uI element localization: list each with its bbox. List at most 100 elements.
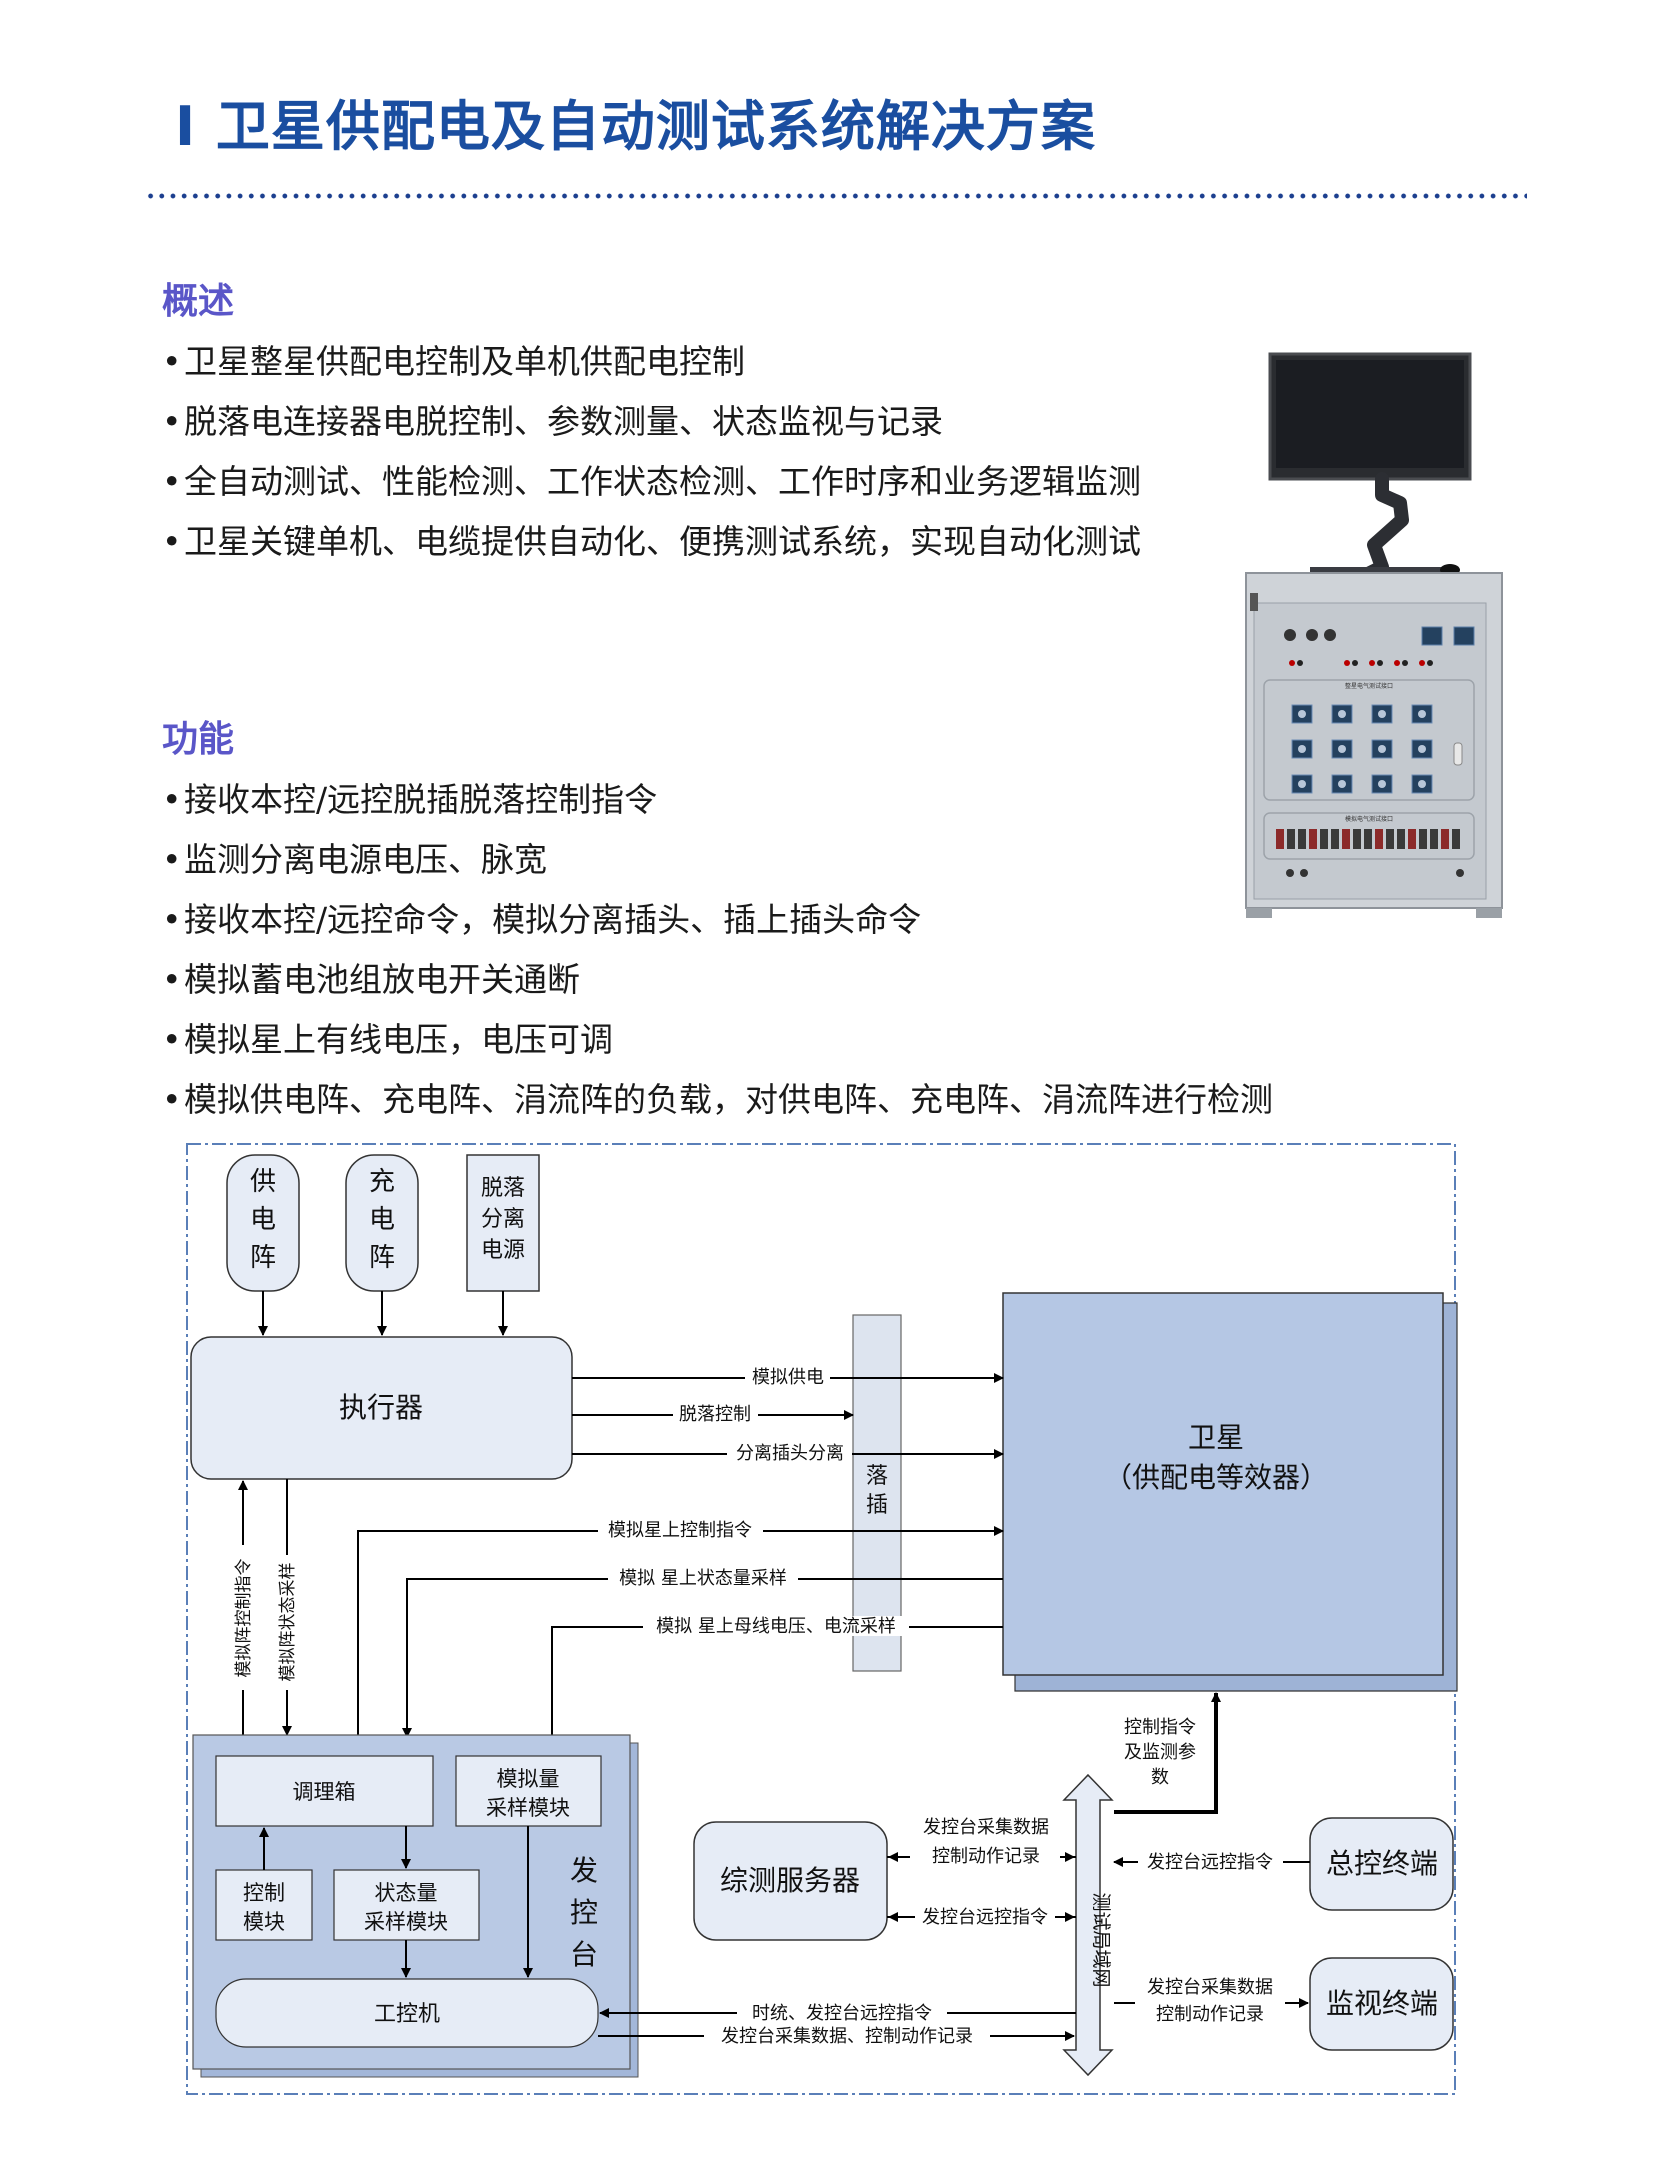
lan-bus xyxy=(1062,1773,1114,2077)
connector-icon xyxy=(1453,626,1475,646)
signal-label: 发控台远控指令 xyxy=(922,1907,1048,1928)
control-module-box xyxy=(215,1869,313,1941)
satellite-box xyxy=(1002,1292,1444,1676)
cabinet-foot xyxy=(1476,908,1502,918)
signal-label: 及监测参 xyxy=(1124,1742,1196,1763)
terminal-slot-icon xyxy=(1320,829,1328,849)
signal-label: 分离插头分离 xyxy=(736,1443,844,1464)
panel-label: 整星电气测试接口 xyxy=(1345,682,1393,690)
executor-box xyxy=(190,1336,573,1480)
panel-label: 模拟电气测试接口 xyxy=(1345,815,1393,823)
launch-console-box xyxy=(192,1734,631,2070)
bullet-icon: • xyxy=(162,960,182,999)
label-bg xyxy=(704,2026,990,2046)
bullet-icon: • xyxy=(162,462,182,501)
signal-label: 模拟阵状态采样 xyxy=(278,1563,298,1682)
label-bg xyxy=(1138,1852,1283,1872)
knob-icon xyxy=(1306,629,1318,641)
signal-line xyxy=(547,1626,1003,1748)
satellite-box-shadow xyxy=(1014,1302,1458,1692)
signal-label: 发控台采集数据 xyxy=(923,1817,1049,1838)
supply-array-label: 电 xyxy=(250,1205,276,1235)
terminal-slot-icon xyxy=(1441,829,1449,849)
list-item: •模拟供电阵、充电阵、涓流阵的负载，对供电阵、充电阵、涓流阵进行检测 xyxy=(162,1070,1273,1130)
signal-line xyxy=(357,1526,1004,1778)
lock-icon xyxy=(1250,593,1258,611)
supply-array-box xyxy=(226,1154,300,1292)
test-cabinet-image: 整星电气测试接口 模拟电气测试接口 xyxy=(1245,352,1503,918)
conditioner-box xyxy=(215,1755,434,1827)
charge-array-label: 充 xyxy=(369,1167,395,1197)
label-bg xyxy=(727,1443,852,1463)
connector-pin-icon xyxy=(1298,745,1306,753)
signal-label: 模拟 星上母线电压、电流采样 xyxy=(656,1616,896,1637)
list-item-text: 卫星关键单机、电缆提供自动化、便携测试系统，实现自动化测试 xyxy=(184,522,1141,561)
connector-pin-icon xyxy=(1418,710,1426,718)
connector-pin-icon xyxy=(1378,780,1386,788)
terminal-slot-icon xyxy=(1364,829,1372,849)
connector-pin-icon xyxy=(1338,745,1346,753)
signal-label: 模拟 星上状态量采样 xyxy=(619,1568,787,1589)
plug-label: 插 xyxy=(866,1493,888,1518)
bullet-icon: • xyxy=(162,1020,182,1059)
server-label: 综测服务器 xyxy=(720,1864,860,1897)
terminal-slot-icon xyxy=(1397,829,1405,849)
supply-array-label: 供 xyxy=(250,1167,276,1197)
dotted-divider xyxy=(145,193,1527,199)
label-bg xyxy=(233,1545,253,1690)
bullet-icon: • xyxy=(162,840,182,879)
connector-pin-icon xyxy=(1378,710,1386,718)
signal-label: 脱落控制 xyxy=(679,1404,751,1425)
signal-label: 控制指令 xyxy=(1124,1717,1196,1738)
charge-array-label: 阵 xyxy=(369,1243,395,1273)
separation-power-label: 脱落 xyxy=(481,1176,525,1201)
satellite-label: （供配电等效器） xyxy=(1104,1461,1328,1494)
separation-power-box xyxy=(466,1154,540,1292)
label-bg xyxy=(915,1907,1055,1927)
signal-label: 模拟供电 xyxy=(752,1367,824,1388)
label-bg xyxy=(643,1616,909,1636)
bullet-icon: • xyxy=(162,900,182,939)
bullet-icon: • xyxy=(162,342,182,381)
bullet-icon: • xyxy=(162,1080,182,1119)
functions-heading: 功能 xyxy=(162,719,235,760)
list-item-text: 模拟星上有线电压，电压可调 xyxy=(184,1020,613,1059)
signal-label: 发控台采集数据、控制动作记录 xyxy=(721,2026,973,2047)
list-item-text: 接收本控/远控命令，模拟分离插头、插上插头命令 xyxy=(184,900,922,939)
charge-array-label: 电 xyxy=(369,1205,395,1235)
charge-array-box xyxy=(345,1154,419,1292)
launch-console-label: 控 xyxy=(570,1896,598,1929)
terminal-slot-icon xyxy=(1419,829,1427,849)
bullet-icon: • xyxy=(162,780,182,819)
console-shadow xyxy=(200,1742,639,2078)
monitor-terminal-label: 监视终端 xyxy=(1326,1987,1438,2020)
monitor-screen xyxy=(1276,360,1464,468)
label-bg xyxy=(737,2003,947,2023)
terminal-slot-icon xyxy=(1309,829,1317,849)
control-module-label: 模块 xyxy=(243,1910,285,1934)
analog-sampling-label: 模拟量 xyxy=(497,1767,560,1791)
knob-icon xyxy=(1286,869,1294,877)
list-item-text: 全自动测试、性能检测、工作状态检测、工作时序和业务逻辑监测 xyxy=(184,462,1141,501)
terminal-slot-icon xyxy=(1331,829,1339,849)
supply-array-label: 阵 xyxy=(250,1243,276,1273)
list-item-text: 卫星整星供配电控制及单机供配电控制 xyxy=(184,342,745,381)
terminal-row xyxy=(1289,660,1433,666)
overview-list: •卫星整星供配电控制及单机供配电控制 •脱落电连接器电脱控制、参数测量、状态监视… xyxy=(162,332,1141,572)
connector-pin-icon xyxy=(1378,745,1386,753)
ipc-box xyxy=(215,1978,599,2048)
signal-label: 发控台远控指令 xyxy=(1147,1852,1273,1873)
analog-sampling-box xyxy=(455,1755,602,1827)
label-bg xyxy=(910,1810,1060,1862)
signal-label: 模拟阵控制指令 xyxy=(234,1559,254,1678)
list-item-text: 模拟供电阵、充电阵、涓流阵的负载，对供电阵、充电阵、涓流阵进行检测 xyxy=(184,1080,1273,1119)
connector-pin-icon xyxy=(1418,780,1426,788)
connector-pin-icon xyxy=(1338,780,1346,788)
list-item-text: 模拟蓄电池组放电开关通断 xyxy=(184,960,580,999)
signal-label: 控制动作记录 xyxy=(932,1846,1040,1867)
monitor-terminal-box xyxy=(1309,1957,1454,2051)
list-item: •接收本控/远控命令，模拟分离插头、插上插头命令 xyxy=(162,890,1273,950)
connector-pin-icon xyxy=(1338,710,1346,718)
monitor-arm xyxy=(1355,472,1409,584)
list-item: •全自动测试、性能检测、工作状态检测、工作时序和业务逻辑监测 xyxy=(162,452,1141,512)
